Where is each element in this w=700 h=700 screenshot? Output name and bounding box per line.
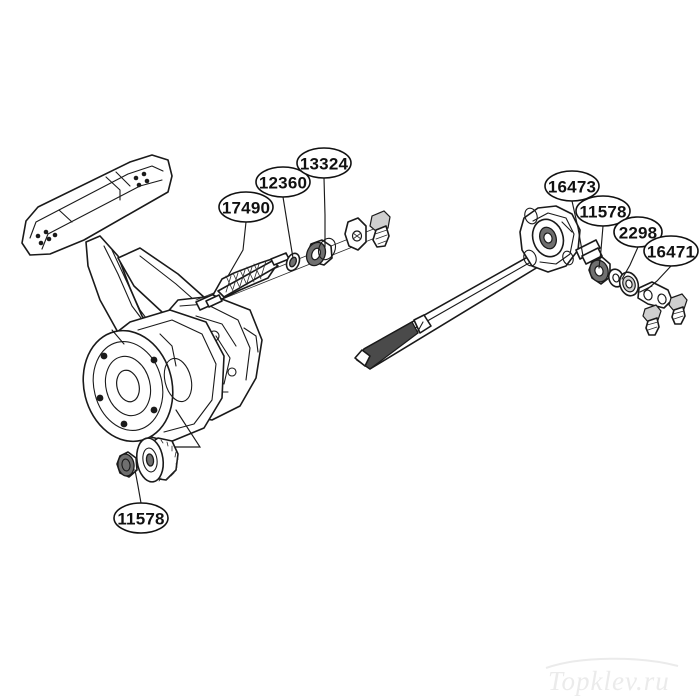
callout-bubble [218,191,274,223]
watermark: Topklev.ru [545,657,679,696]
callout-16473[interactable]: 16473 [544,170,600,202]
callout-11578-bottom[interactable]: 11578 [113,502,169,534]
callout-leaders [134,177,672,504]
callout-number: 16473 [548,178,596,197]
callout-11578-right[interactable]: 11578 [575,195,631,227]
rotor-housing [82,309,225,443]
worm-shaft-assembly[interactable] [195,210,391,311]
main-shaft-screw-1[interactable] [642,304,662,336]
callout-2298[interactable]: 2298 [613,216,663,248]
callout-bubble [255,166,311,198]
callout-leader-11578 [598,225,604,269]
callout-leader-2298 [621,246,639,280]
callout-12360[interactable]: 12360 [255,166,311,198]
main-shaft-assembly[interactable] [354,205,688,370]
pinion-gear[interactable] [134,436,179,483]
main-shaft[interactable] [354,244,557,370]
main-shaft-plate[interactable] [637,281,673,309]
bracket-stub-shaft [575,239,603,265]
callout-leader-12360 [282,196,294,259]
callout-bubble [296,147,352,179]
callout-leader-16471 [643,265,672,293]
reel-body-housing[interactable] [21,154,263,451]
reel-foot [21,154,173,256]
callout-13324[interactable]: 13324 [296,147,352,179]
callout-number: 12360 [259,174,307,193]
main-shaft-washers[interactable] [607,267,642,298]
callout-leader-17490 [227,221,247,277]
callout-number: 16471 [647,243,695,262]
callout-16471[interactable]: 16471 [643,235,699,267]
watermark-text: Topklev.ru [548,666,670,696]
worm-shaft[interactable] [205,252,290,308]
callout-17490[interactable]: 17490 [218,191,274,223]
pinion-bushing[interactable] [116,451,138,478]
worm-shaft-screw[interactable] [369,210,391,248]
callout-leader-11578 [134,469,142,504]
callout-bubble [544,170,600,202]
callout-bubble [613,216,663,248]
callout-leader-16473 [571,200,584,257]
callout-number: 11578 [579,203,626,222]
main-shaft-bearing[interactable] [587,256,611,285]
callout-bubble [113,502,169,534]
callout-bubble [643,235,699,267]
callout-number: 13324 [300,155,349,174]
main-shaft-screw-2[interactable] [668,293,688,325]
rotor-bracket[interactable] [519,205,581,273]
pinion-gear-assembly[interactable] [116,409,202,484]
worm-shaft-plate[interactable] [344,217,367,251]
callout-number: 2298 [619,224,658,243]
worm-shaft-bushing[interactable] [284,251,302,272]
callout-bubble [575,195,631,227]
callout-number: 17490 [222,199,270,218]
worm-shaft-bearing[interactable] [303,236,338,269]
callout-number: 11578 [117,510,164,529]
callout-leader-13324 [323,177,326,248]
